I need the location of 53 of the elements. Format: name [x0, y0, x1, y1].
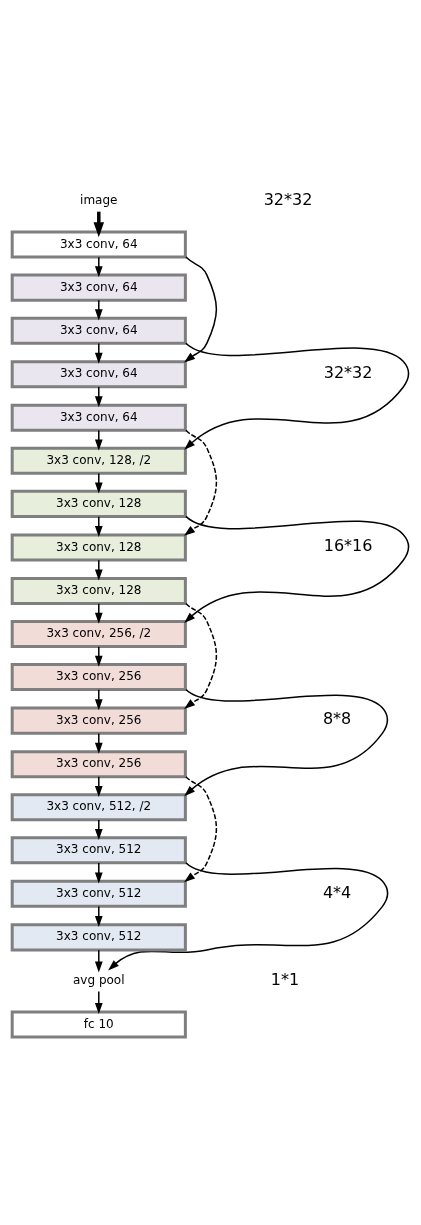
arrow [94, 429, 103, 451]
arrow [94, 342, 103, 364]
node-text: image [80, 193, 118, 208]
arrow [184, 515, 410, 624]
node-box: 3x3 conv, 64 [10, 316, 187, 345]
arrow [108, 862, 389, 971]
arrow [94, 386, 103, 408]
arrow [94, 645, 103, 667]
arrow [94, 256, 103, 278]
node-box: 3x3 conv, 512, /2 [10, 793, 187, 822]
label: 32*32 [323, 363, 373, 383]
arrow [94, 862, 103, 884]
node-box: 3x3 conv, 128 [10, 576, 187, 605]
label: 4*4 [322, 882, 352, 902]
arrow [94, 905, 103, 927]
arrow [94, 559, 103, 581]
arrow [184, 602, 218, 709]
label: 16*16 [323, 536, 373, 556]
arrow [94, 689, 103, 711]
arrow [184, 256, 218, 363]
node-box: 3x3 conv, 256, /2 [10, 620, 187, 649]
arrow [184, 775, 218, 883]
arrow [94, 776, 103, 797]
label: 1*1 [270, 969, 300, 989]
node-box: 3x3 conv, 64 [10, 230, 187, 259]
arrow [94, 990, 103, 1015]
node-box: 3x3 conv, 64 [10, 403, 187, 432]
arrow [94, 515, 103, 537]
node-box: 3x3 conv, 128 [10, 533, 187, 562]
node-box: 3x3 conv, 512 [10, 836, 187, 865]
node-box: 3x3 conv, 128 [10, 489, 187, 518]
label: 32*32 [263, 189, 313, 209]
arrow [94, 732, 103, 754]
node-text: avg pool [73, 973, 125, 988]
arrow [184, 688, 389, 797]
node-box: 3x3 conv, 512 [10, 879, 187, 908]
arrow [94, 949, 103, 973]
arrow [93, 211, 105, 238]
node-box: 3x3 conv, 256 [10, 663, 187, 692]
node-box: 3x3 conv, 512 [10, 923, 187, 952]
node-box: fc 10 [10, 1010, 187, 1039]
arrow [184, 342, 410, 450]
label: 8*8 [322, 709, 352, 729]
node-box: 3x3 conv, 256 [10, 750, 187, 779]
arrow [184, 429, 218, 536]
node-box: 3x3 conv, 64 [10, 360, 187, 389]
arrow [94, 299, 103, 321]
node-box: 3x3 conv, 128, /2 [10, 446, 187, 475]
arrow [94, 819, 103, 840]
node-box: 3x3 conv, 256 [10, 706, 187, 735]
node-box: 3x3 conv, 64 [10, 273, 187, 302]
arrow [94, 472, 103, 494]
arrow [94, 602, 103, 624]
